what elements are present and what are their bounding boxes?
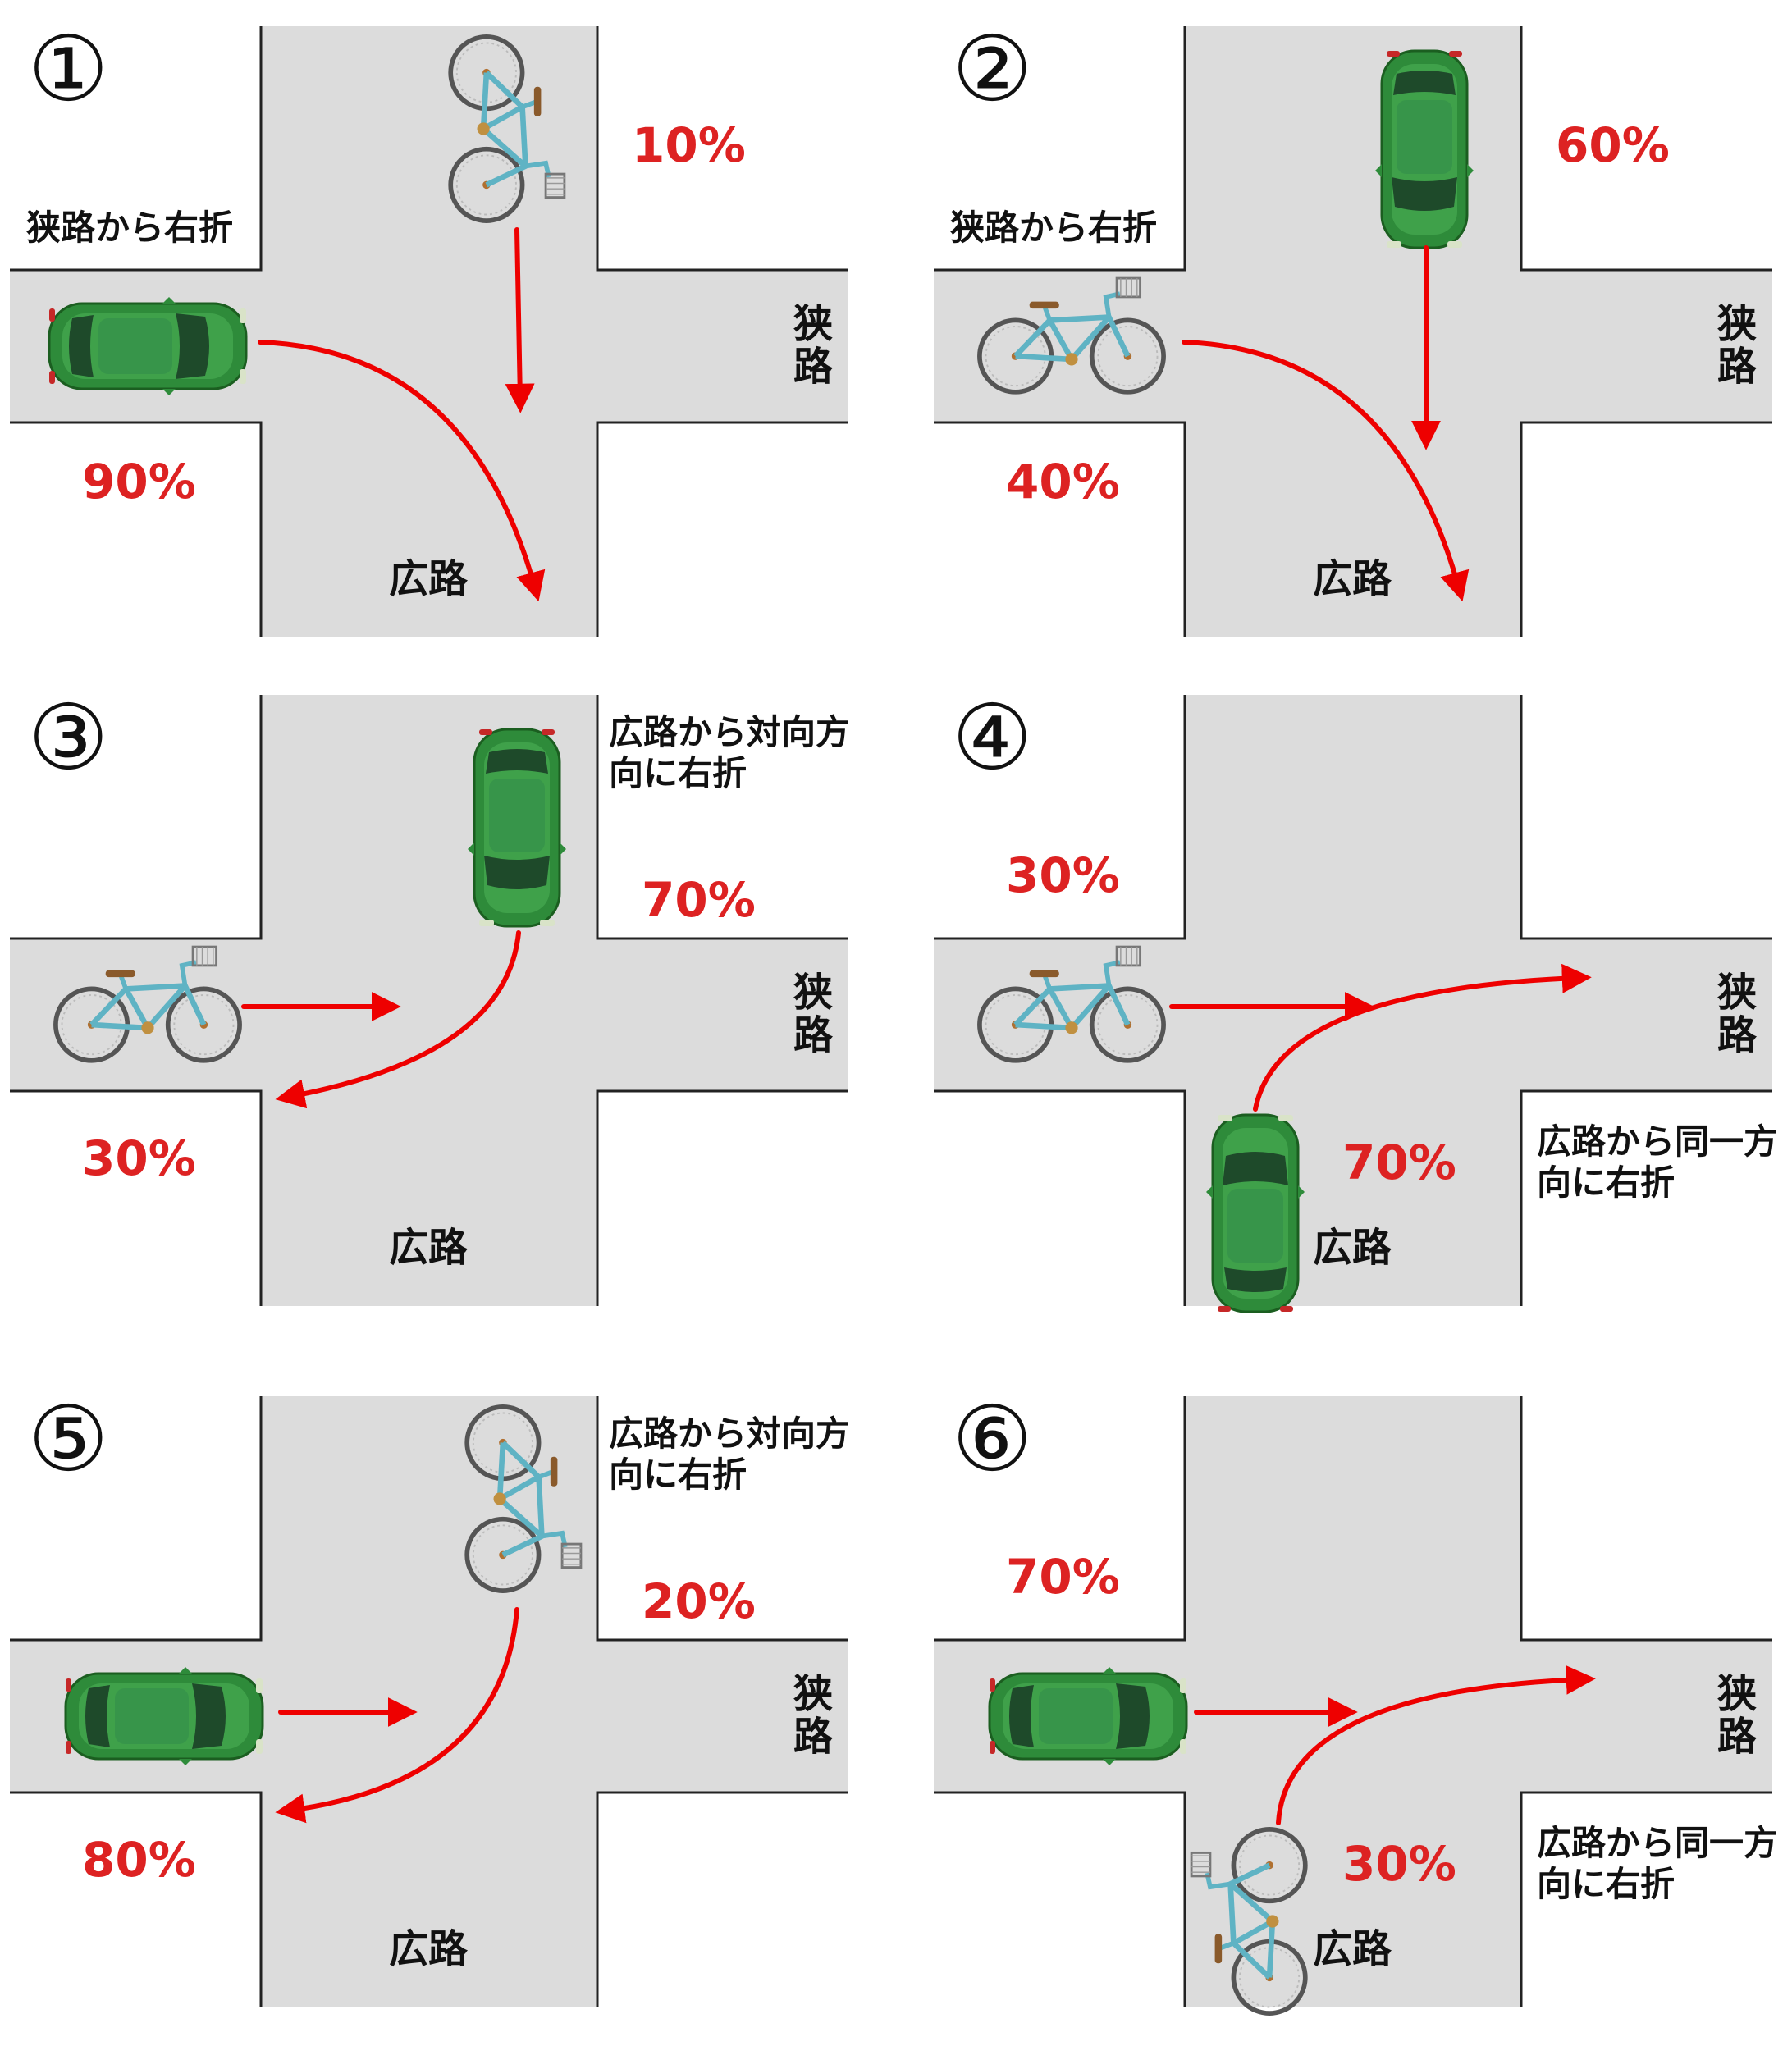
scenario-label: 向に右折 [609, 1455, 747, 1495]
curb-lines [934, 695, 1772, 1306]
scenario-label: 広路から対向方 [609, 1413, 850, 1454]
panel-number: ① [28, 16, 109, 121]
narrow-road [934, 270, 1772, 422]
curb-lines [934, 1396, 1772, 2007]
panel-number: ② [952, 16, 1033, 121]
narrow-road-vehicle-percent: 80% [82, 1832, 196, 1888]
wide-road-label: 広路 [389, 556, 469, 602]
narrow-road-label: 狭 [793, 1671, 833, 1717]
narrow-road-car [988, 1665, 1188, 1767]
straight-arrow [505, 227, 535, 413]
scenario-label: 広路から対向方 [609, 712, 850, 752]
panel-number: ③ [28, 685, 109, 790]
panel-number: ④ [952, 685, 1033, 790]
scenario-label: 向に右折 [1537, 1162, 1675, 1203]
curb-lines [10, 695, 848, 1306]
curb-lines [10, 26, 848, 637]
wide-road-vehicle-percent: 30% [1342, 1836, 1456, 1892]
narrow-road-label: 路 [793, 1012, 834, 1058]
narrow-road-label: 狭 [793, 301, 833, 347]
scenario-label: 向に右折 [1537, 1864, 1675, 1904]
narrow-road-label: 路 [793, 344, 834, 390]
narrow-road-label: 路 [1717, 1714, 1758, 1760]
curb-lines [10, 1396, 848, 2007]
narrow-road-vehicle-percent: 70% [1006, 1549, 1120, 1605]
wide-road-car [1374, 49, 1475, 249]
wide-road-car [1205, 1113, 1306, 1313]
narrow-road-label: 路 [793, 1714, 834, 1760]
turn-arrow [258, 340, 546, 602]
wide-road-label: 広路 [389, 1225, 469, 1271]
narrow-road-vehicle-percent: 30% [1006, 847, 1120, 903]
turn-arrow [1276, 1665, 1596, 1825]
narrow-road-label: 路 [1717, 344, 1758, 390]
curb-lines [934, 26, 1772, 637]
panel-number: ⑥ [952, 1386, 1033, 1491]
narrow-road-vehicle-percent: 40% [1006, 454, 1120, 509]
narrow-road-label: 狭 [793, 970, 833, 1016]
wide-road-vehicle-percent: 70% [1342, 1135, 1456, 1190]
wide-road-car [466, 728, 568, 928]
scenario-label: 向に右折 [609, 753, 747, 793]
turn-arrow [1253, 963, 1592, 1112]
narrow-road-label: 狭 [1717, 970, 1757, 1016]
narrow-road-vehicle-percent: 30% [82, 1130, 196, 1186]
turn-arrow [275, 930, 521, 1109]
wide-road-label: 広路 [1313, 1225, 1392, 1271]
narrow-road-vehicle-percent: 90% [82, 454, 196, 509]
turn-arrow [275, 1607, 519, 1824]
narrow-road-label: 狭 [1717, 1671, 1757, 1717]
panel-number: ⑤ [28, 1386, 109, 1491]
narrow-road [10, 939, 848, 1091]
wide-road-vehicle-percent: 70% [642, 872, 756, 928]
turn-arrow [1182, 340, 1470, 602]
narrow-road-car [64, 1665, 264, 1767]
scenario-label: 広路から同一方 [1537, 1823, 1778, 1863]
wide-road-vehicle-percent: 60% [1556, 117, 1670, 173]
scenario-label: 広路から同一方 [1537, 1121, 1778, 1162]
wide-road-label: 広路 [1313, 1926, 1392, 1972]
narrow-road-car [48, 295, 248, 397]
wide-road-label: 広路 [1313, 556, 1392, 602]
narrow-road-label: 路 [1717, 1012, 1758, 1058]
wide-road-vehicle-percent: 10% [632, 117, 746, 173]
narrow-road-label: 狭 [1717, 301, 1757, 347]
wide-road-label: 広路 [389, 1926, 469, 1972]
scenario-label: 狭路から右折 [26, 208, 233, 248]
wide-road-vehicle-percent: 20% [642, 1573, 756, 1629]
scenario-label: 狭路から右折 [950, 208, 1157, 248]
